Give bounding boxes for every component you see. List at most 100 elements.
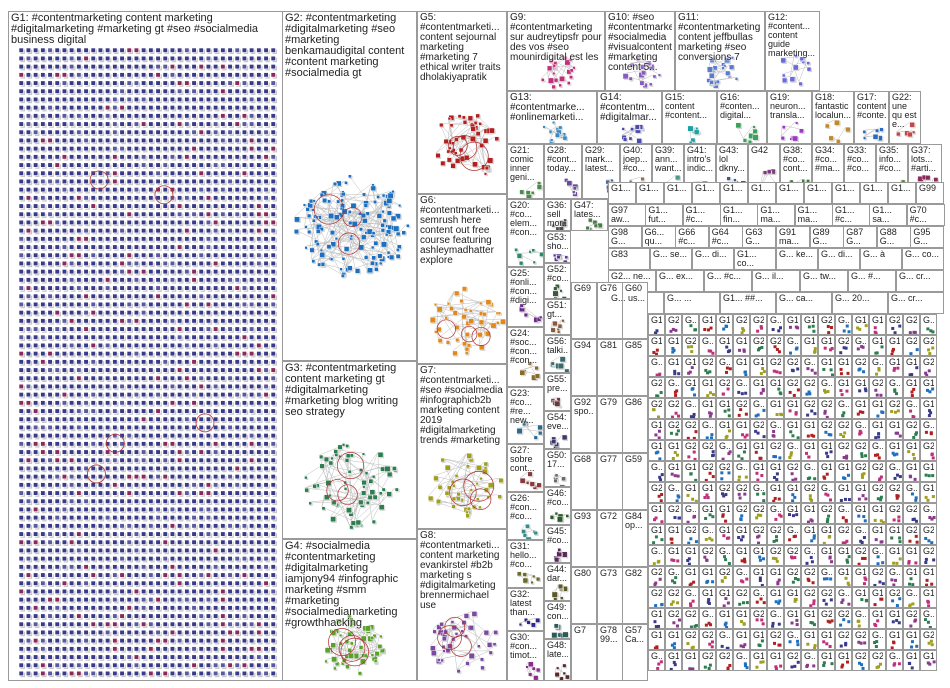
vertex-node — [263, 490, 269, 496]
vertex-node — [155, 47, 161, 53]
self-loop — [461, 325, 478, 343]
vertex-node — [220, 523, 226, 529]
self-loop — [89, 170, 109, 190]
vertex-node — [371, 255, 377, 261]
vertex-node — [205, 670, 211, 677]
vertex-node — [47, 424, 53, 431]
vertex-node — [83, 523, 89, 529]
vertex-node — [198, 310, 204, 316]
vertex-node — [891, 347, 895, 351]
vertex-node — [270, 219, 276, 225]
vertex-node — [97, 47, 103, 53]
vertex-node — [877, 367, 881, 371]
vertex-node — [559, 289, 563, 293]
vertex-node — [826, 390, 830, 394]
vertex-node — [315, 228, 321, 234]
vertex-node — [432, 629, 437, 634]
vertex-node — [198, 137, 204, 143]
vertex-node — [112, 342, 118, 349]
vertex-node — [18, 359, 24, 365]
vertex-node — [169, 523, 175, 529]
vertex-node — [863, 136, 867, 140]
vertex-node — [227, 359, 233, 365]
vertex-node — [198, 465, 204, 472]
vertex-node — [90, 547, 96, 554]
vertex-node — [191, 547, 197, 554]
vertex-node — [327, 199, 331, 204]
vertex-node — [133, 121, 139, 127]
vertex-node — [711, 393, 715, 397]
vertex-node — [476, 465, 482, 471]
vertex-node — [536, 667, 541, 673]
vertex-node — [184, 646, 190, 652]
vertex-node — [328, 493, 332, 498]
vertex-node — [205, 654, 211, 660]
vertex-node — [141, 55, 147, 62]
vertex-node — [213, 113, 219, 119]
vertex-node — [220, 539, 226, 545]
vertex-node — [270, 301, 276, 308]
vertex-node — [561, 434, 568, 441]
vertex-node — [76, 564, 82, 570]
group-plot-g9 — [540, 55, 577, 90]
vertex-node — [234, 228, 240, 234]
vertex-node — [220, 531, 226, 537]
vertex-node — [112, 129, 118, 135]
vertex-node — [184, 662, 190, 668]
group-panel-tiny: G2... — [733, 314, 750, 335]
vertex-node — [324, 647, 331, 654]
vertex-node — [307, 213, 312, 218]
vertex-node — [270, 178, 276, 184]
vertex-node — [54, 572, 60, 578]
vertex-node — [350, 641, 354, 646]
vertex-node — [47, 219, 53, 225]
vertex-node — [249, 96, 255, 102]
vertex-node — [40, 96, 46, 102]
vertex-node — [76, 498, 82, 504]
vertex-node — [738, 348, 742, 352]
group-panel-small: G... ... — [664, 292, 720, 314]
vertex-node — [812, 329, 816, 333]
vertex-node — [40, 146, 46, 152]
vertex-node — [241, 556, 247, 562]
group-panel-small: G86 — [622, 396, 648, 453]
vertex-node — [392, 466, 397, 471]
vertex-node — [40, 523, 46, 529]
group-panel-small: G76 — [597, 282, 623, 339]
vertex-node — [184, 105, 190, 111]
vertex-node — [270, 203, 276, 209]
vertex-node — [234, 572, 240, 578]
vertex-node — [83, 137, 89, 143]
vertex-node — [227, 310, 233, 316]
vertex-node — [61, 367, 68, 373]
vertex-node — [256, 318, 262, 324]
vertex-node — [572, 186, 577, 191]
vertex-node — [105, 277, 111, 283]
vertex-node — [105, 162, 111, 168]
vertex-node — [141, 170, 147, 176]
vertex-node — [241, 269, 247, 275]
vertex-node — [177, 351, 183, 357]
vertex-node — [155, 547, 161, 554]
group-label: G88 G... — [879, 228, 900, 246]
vertex-node — [54, 580, 60, 586]
vertex-node — [396, 248, 400, 252]
vertex-node — [148, 441, 154, 447]
edge — [371, 192, 389, 232]
vertex-node — [148, 203, 154, 209]
group-plot-g16 — [735, 122, 760, 143]
vertex-node — [249, 219, 255, 225]
vertex-node — [263, 531, 269, 537]
vertex-node — [141, 670, 147, 677]
vertex-node — [220, 490, 226, 496]
vertex-node — [54, 515, 60, 521]
vertex-node — [33, 539, 39, 545]
vertex-node — [169, 318, 175, 324]
vertex-node — [90, 392, 96, 398]
vertex-node — [40, 556, 46, 562]
vertex-node — [169, 351, 175, 357]
vertex-node — [61, 105, 68, 111]
vertex-node — [119, 80, 125, 86]
group-panel-tiny: G2 — [682, 335, 699, 356]
vertex-node — [148, 121, 154, 127]
